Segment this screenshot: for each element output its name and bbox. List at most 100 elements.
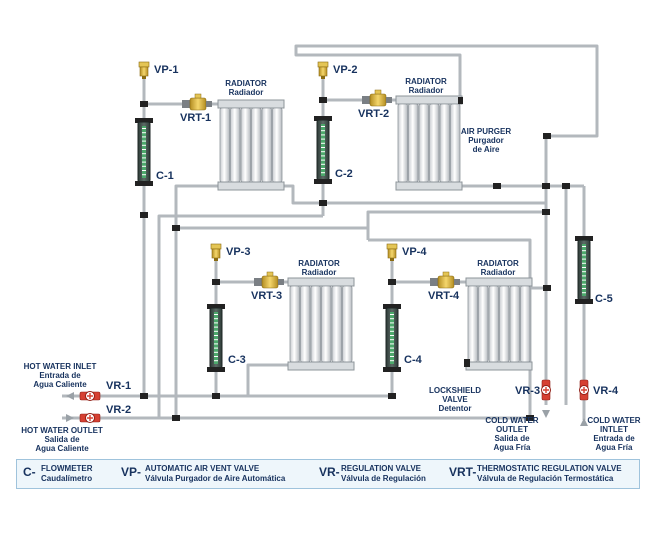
legend-spanish: Válvula Purgador de Aire Automática bbox=[145, 474, 286, 483]
flowmeter-tick bbox=[214, 360, 218, 362]
flowmeter-tick bbox=[390, 343, 394, 345]
radiator-fins bbox=[219, 107, 283, 183]
fitting bbox=[140, 212, 148, 218]
vrt-body bbox=[261, 275, 279, 289]
label-vp3: VP-3 bbox=[226, 246, 250, 258]
flowmeter-tick bbox=[390, 318, 394, 320]
hot-inlet-sub1: Entrada de bbox=[39, 371, 81, 380]
flow-arrows bbox=[66, 392, 588, 426]
legend-code: VP- bbox=[121, 465, 142, 479]
component-labels: VP-1 VP-2 VP-3 VP-4 VRT-1 VRT-2 VRT-3 VR… bbox=[21, 64, 641, 453]
thermostatic-valve-vrt2 bbox=[362, 89, 392, 107]
flowmeter-tick bbox=[582, 288, 586, 289]
cold-outlet-line1: COLD WATER bbox=[485, 416, 538, 425]
radiator-fins bbox=[289, 285, 353, 363]
legend-spanish: Válvula de Regulación Termostática bbox=[477, 474, 614, 483]
radiator-fin bbox=[331, 285, 342, 363]
legend-english: FLOWMETER bbox=[41, 464, 93, 473]
vent-nipple bbox=[390, 258, 394, 261]
radiator-fin bbox=[439, 103, 450, 183]
flowmeter-tick bbox=[321, 159, 325, 161]
flowmeter-tick bbox=[582, 267, 586, 268]
radiator-bottom-bar bbox=[217, 181, 285, 191]
flowmeter-tick bbox=[214, 318, 218, 320]
lockshield-line1: LOCKSHIELD bbox=[429, 386, 481, 395]
fitting bbox=[542, 209, 550, 215]
flowmeter-tick bbox=[582, 279, 586, 281]
air-purger-sub1: Purgador bbox=[468, 136, 504, 145]
vent-nipple bbox=[321, 76, 325, 79]
flowmeter-cap bbox=[383, 304, 401, 309]
flowmeter-tick bbox=[321, 142, 325, 144]
air-vent-valve-vp1 bbox=[138, 61, 150, 79]
vrt-union bbox=[254, 278, 262, 286]
air-purger-sub2: de Aire bbox=[473, 145, 500, 154]
label-vrt3: VRT-3 bbox=[251, 290, 282, 302]
vrt-union bbox=[278, 279, 284, 285]
flowmeter-tick bbox=[214, 351, 218, 353]
flowmeter-tick bbox=[321, 163, 325, 165]
flowmeter-tick bbox=[390, 356, 394, 357]
legend-english: THERMOSTATIC REGULATION VALVE bbox=[477, 464, 622, 473]
regulation-valve-vr1 bbox=[79, 391, 101, 401]
flowmeter-tick bbox=[142, 144, 146, 146]
radiator-3 bbox=[287, 277, 355, 371]
flowmeter-c5 bbox=[575, 236, 593, 304]
air-purger-title: AIR PURGER bbox=[461, 127, 511, 136]
radiator-fin bbox=[342, 285, 353, 363]
air-vent-valve-vp2 bbox=[317, 61, 329, 79]
thermostatic-valve-vrt4 bbox=[430, 271, 460, 289]
flowmeter-scale bbox=[321, 124, 325, 176]
air-purger-icon bbox=[458, 97, 463, 104]
label-c2: C-2 bbox=[335, 168, 353, 180]
radiator-fin bbox=[450, 103, 461, 183]
regulation-valve-vr4 bbox=[579, 379, 589, 401]
flowmeter-tick bbox=[582, 283, 586, 285]
fitting bbox=[562, 183, 570, 189]
radiator-bottom-bar bbox=[287, 361, 355, 371]
radiator-fin bbox=[418, 103, 429, 183]
flowmeter-tick bbox=[142, 149, 146, 150]
vent-body bbox=[211, 248, 221, 259]
fitting bbox=[172, 225, 180, 231]
cold-outlet-sub1: Salida de bbox=[494, 434, 530, 443]
vent-cap bbox=[138, 61, 150, 68]
valve-cross bbox=[581, 387, 587, 393]
flowmeter-cap bbox=[314, 116, 332, 121]
label-vp1: VP-1 bbox=[154, 64, 178, 76]
air-vent-valve-vp4 bbox=[386, 243, 398, 261]
arrow-icon bbox=[580, 418, 588, 426]
flowmeter-tick bbox=[142, 170, 146, 171]
vrt-head bbox=[374, 89, 382, 95]
flowmeter-tick bbox=[390, 330, 394, 332]
lockshield-line2: VALVE bbox=[442, 395, 468, 404]
label-vr3: VR-3 bbox=[515, 385, 540, 397]
vent-nipple bbox=[214, 258, 218, 261]
c3-return bbox=[246, 363, 290, 396]
radiator-4-subtitle: Radiador bbox=[481, 268, 516, 277]
radiator-top-bar bbox=[395, 95, 463, 105]
fitting bbox=[388, 393, 396, 399]
flowmeter-tick bbox=[214, 330, 218, 332]
flowmeter-c3 bbox=[207, 304, 225, 372]
radiator-bottom-bar bbox=[465, 361, 533, 371]
flowmeter-tick bbox=[142, 132, 146, 134]
flowmeter-tick bbox=[142, 165, 146, 167]
flowmeter-tick bbox=[582, 262, 586, 264]
fitting bbox=[140, 393, 148, 399]
vrt-body bbox=[189, 97, 207, 111]
label-vp2: VP-2 bbox=[333, 64, 357, 76]
riser-mid-left bbox=[157, 214, 323, 418]
flowmeter-tick bbox=[390, 314, 394, 315]
hot-outlet-title: HOT WATER OUTLET bbox=[21, 426, 103, 435]
flowmeter-cap bbox=[135, 118, 153, 123]
fitting bbox=[319, 97, 327, 103]
fitting bbox=[543, 133, 551, 139]
radiator-fin bbox=[509, 285, 520, 363]
flowmeter-tick bbox=[321, 130, 325, 132]
flowmeter-tick bbox=[390, 322, 394, 324]
label-vr4: VR-4 bbox=[593, 385, 619, 397]
flowmeter-tick bbox=[390, 351, 394, 353]
fitting bbox=[212, 279, 220, 285]
